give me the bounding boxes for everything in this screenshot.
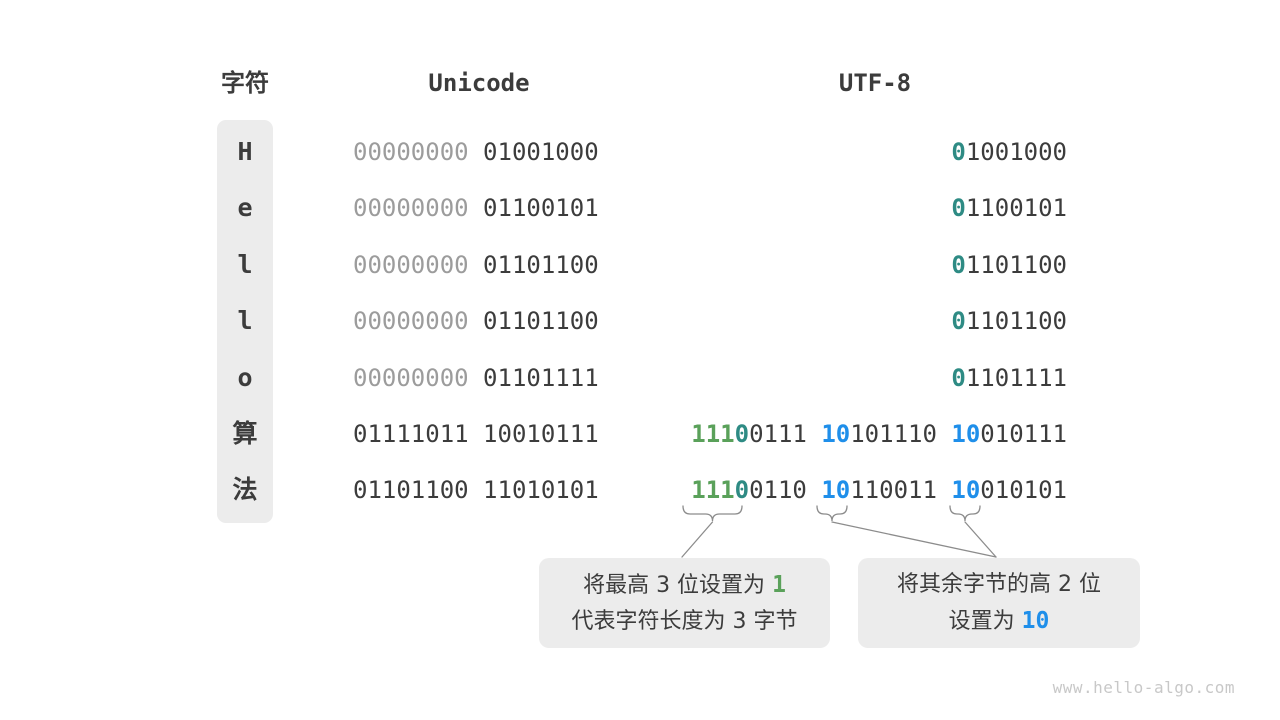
bits-segment-dark	[469, 307, 483, 335]
bits-segment-dark: 1100101	[965, 194, 1067, 223]
bits-segment-dark	[807, 420, 821, 448]
bits-segment-blue: 10	[951, 420, 981, 448]
bits-segment-gray: 00000000	[353, 194, 469, 223]
bits-segment-blue: 10	[951, 476, 981, 505]
bits-segment-dark: 110011	[850, 476, 937, 505]
character-cell: l	[237, 306, 253, 336]
connector-line-right-2	[964, 521, 997, 558]
bits-segment-dark	[937, 420, 951, 448]
text-segment: 将其余字节的高 2 位	[897, 571, 1101, 597]
bits-segment-dark	[807, 476, 821, 504]
character-cell: l	[237, 249, 253, 279]
bits-segment-dark	[469, 138, 483, 166]
bits-segment-dark: 01101100	[483, 250, 599, 279]
bits-segment-teal: 0	[951, 307, 966, 336]
character-cell: e	[237, 193, 253, 223]
bits-segment-dark: 1101100	[965, 307, 1067, 336]
utf8-binary-cell: 01101100	[951, 293, 1067, 349]
bits-segment-dark: 010101	[980, 476, 1067, 505]
character-cell: 法	[232, 475, 258, 505]
bits-segment-dark: 01101100	[483, 307, 599, 336]
bits-segment-dark: 01111011 10010111	[353, 420, 599, 448]
unicode-binary-cell: 01101100 11010101	[353, 462, 599, 518]
bits-segment-dark: 01100101	[483, 194, 599, 223]
bits-segment-dark: 01001000	[483, 138, 599, 166]
unicode-binary-cell: 00000000 01101100	[353, 293, 599, 349]
bits-segment-dark	[937, 476, 951, 504]
header-utf8: UTF-8	[838, 69, 912, 97]
text-segment: 代表字符长度为 3 字节	[571, 608, 798, 634]
bits-segment-green: 111	[691, 420, 735, 448]
character-cell: o	[237, 362, 253, 392]
unicode-binary-cell: 00000000 01101100	[353, 237, 599, 293]
utf8-binary-cell: 01101100	[951, 237, 1067, 293]
callout-line: 代表字符长度为 3 字节	[572, 604, 798, 640]
text-segment: 将最高 3 位设置为	[583, 572, 773, 598]
bits-segment-dark: 01101100 11010101	[353, 476, 599, 505]
connector-line-left	[681, 521, 714, 558]
character-cell: 算	[232, 419, 258, 448]
bits-segment-teal: 0	[951, 138, 966, 166]
unicode-binary-cell: 00000000 01100101	[353, 180, 599, 236]
utf8-binary-cell: 11100111 10101110 10010111	[691, 406, 1067, 462]
utf8-binary-cell: 11100110 10110011 10010101	[691, 462, 1067, 518]
bits-segment-gray: 00000000	[353, 250, 469, 279]
bits-segment-dark	[469, 194, 483, 222]
bits-segment-blue: 10	[821, 420, 851, 448]
utf8-binary-cell: 01101111	[951, 350, 1067, 406]
callout-continuation-bits: 将其余字节的高 2 位设置为 10	[858, 558, 1140, 648]
header-unicode: Unicode	[428, 69, 530, 97]
bits-segment-blue: 10	[821, 476, 851, 505]
bits-segment-teal: 0	[951, 194, 966, 223]
header-character: 字符	[221, 69, 269, 97]
watermark: www.hello-algo.com	[1052, 678, 1235, 697]
bits-segment-gray: 00000000	[353, 363, 469, 392]
bits-segment-dark	[469, 251, 483, 279]
bits-segment-dark: 1101111	[965, 363, 1067, 392]
character-column-background	[217, 120, 273, 523]
bits-segment-dark: 0110	[749, 476, 807, 505]
unicode-binary-cell: 00000000 01001000	[353, 124, 599, 180]
character-cell: H	[237, 137, 253, 166]
bits-segment-dark: 1001000	[965, 138, 1067, 166]
bits-segment-dark: 01101111	[483, 363, 599, 392]
unicode-binary-cell: 01111011 10010111	[353, 406, 599, 462]
bits-segment-teal: 0	[951, 363, 966, 392]
unicode-binary-cell: 00000000 01101111	[353, 350, 599, 406]
callout-leading-bits: 将最高 3 位设置为 1 代表字符长度为 3 字节	[539, 558, 830, 648]
bits-segment-teal: 0	[951, 250, 966, 279]
bits-segment-gray: 00000000	[353, 138, 469, 166]
utf8-binary-cell: 01100101	[951, 180, 1067, 236]
bits-segment-teal: 0	[734, 476, 750, 505]
bits-segment-dark: 1101100	[965, 250, 1067, 279]
bits-segment-dark: 101110	[850, 420, 937, 448]
connector-line-right-1	[831, 521, 997, 558]
bits-segment-gray: 00000000	[353, 307, 469, 336]
bits-segment-blue: 10	[1021, 607, 1050, 634]
bits-segment-green: 111	[691, 476, 735, 505]
callout-line: 设置为 10	[949, 603, 1050, 640]
callout-line: 将最高 3 位设置为 1	[583, 567, 786, 604]
utf8-binary-cell: 01001000	[951, 124, 1067, 180]
bits-segment-teal: 0	[734, 420, 750, 448]
bits-segment-dark	[469, 364, 483, 392]
text-segment: 设置为	[948, 608, 1022, 634]
bits-segment-green: 1	[772, 571, 786, 598]
bits-segment-dark: 0111	[749, 420, 807, 448]
bits-segment-dark: 010111	[980, 420, 1067, 448]
callout-line: 将其余字节的高 2 位	[897, 567, 1101, 603]
